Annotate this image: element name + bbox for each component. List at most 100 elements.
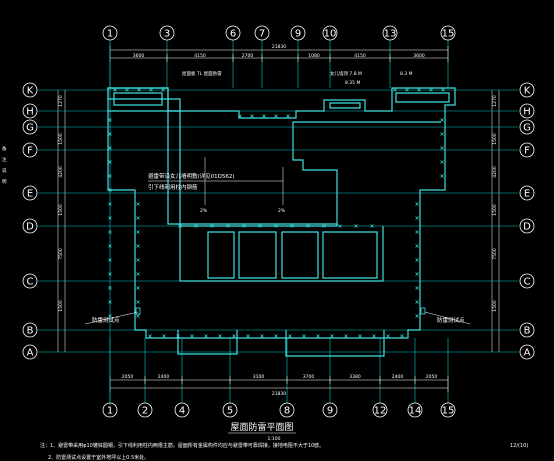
slope-right: 2% xyxy=(278,208,286,214)
left-row-dimension: 7500 xyxy=(58,248,64,260)
right-axis-bubble-E: E xyxy=(519,185,535,201)
left-axis-bubble-F: F xyxy=(22,142,38,158)
drawing-scale: 1:100 xyxy=(268,436,281,442)
right-axis-bubble-H: H xyxy=(519,103,535,119)
svg-text:B: B xyxy=(27,326,34,337)
bottom-axis-bubble-14: 14 xyxy=(407,338,423,418)
svg-text:14: 14 xyxy=(409,406,422,417)
svg-text:9: 9 xyxy=(295,29,301,40)
test-point-right-marker xyxy=(420,307,426,315)
left-row-dimension: 1500 xyxy=(58,204,64,216)
bottom-axis-bubble-9: 9 xyxy=(322,338,338,418)
bottom-axis-bubble-8: 8 xyxy=(279,338,295,418)
left-axis-bubble-D: D xyxy=(22,218,38,234)
bottom-axis-bubble-12: 12 xyxy=(372,338,388,418)
svg-text:H: H xyxy=(26,107,34,118)
top-axis-bubble-13: 13 xyxy=(382,25,398,88)
svg-text:C: C xyxy=(524,277,531,288)
note-line-1: 注：1、避雷带采用φ10镀锌圆钢，引下线利用柱内两根主筋。屋面所有金属构件均应与… xyxy=(40,442,324,449)
svg-text:A: A xyxy=(27,348,34,359)
top-segment-dimension: 4150 xyxy=(194,53,206,59)
svg-text:1: 1 xyxy=(107,29,113,40)
top-axis-bubble-3: 3 xyxy=(159,25,175,88)
test-point-right-label: 防雷测试点 xyxy=(437,316,465,324)
svg-text:A: A xyxy=(524,348,531,359)
svg-text:5: 5 xyxy=(227,406,233,417)
right-row-dimension: 1270 xyxy=(492,95,498,107)
horizontal-grid-lines xyxy=(38,89,518,353)
bottom-segment-dimension: 2050 xyxy=(122,374,134,380)
svg-text:H: H xyxy=(523,107,531,118)
svg-text:F: F xyxy=(524,146,530,157)
slope-left: 2% xyxy=(200,208,208,214)
left-row-dimension: 1270 xyxy=(58,95,64,107)
top-segment-dimension: 4150 xyxy=(354,53,366,59)
top-total-dimension: 21830 xyxy=(272,44,286,50)
left-axis-bubble-G: G xyxy=(22,119,38,135)
svg-text:G: G xyxy=(26,123,34,134)
top-axis-bubble-6: 6 xyxy=(225,25,241,88)
svg-text:15: 15 xyxy=(442,29,455,40)
svg-text:2: 2 xyxy=(142,406,148,417)
left-axis-bubble-E: E xyxy=(22,185,38,201)
sheet-number: 12/(10) xyxy=(510,443,528,449)
right-axis-bubble-C: C xyxy=(519,273,535,289)
top-segment-dimension: 3600 xyxy=(413,53,425,59)
svg-text:C: C xyxy=(27,277,34,288)
svg-text:4: 4 xyxy=(179,406,185,417)
svg-text:13: 13 xyxy=(384,29,397,40)
test-point-left-marker xyxy=(135,307,141,315)
bottom-total-dimension: 21830 xyxy=(272,391,286,397)
bottom-segment-dimension: 2400 xyxy=(392,374,404,380)
top-axis-bubble-9: 9 xyxy=(290,25,306,88)
top-segment-dimension: 3600 xyxy=(133,53,145,59)
svg-text:K: K xyxy=(27,86,34,97)
left-edge-mark: 注 xyxy=(2,156,7,163)
left-axis-bubble-C: C xyxy=(22,273,38,289)
right-axis-bubble-G: G xyxy=(519,119,535,135)
bottom-segment-dimension: 3100 xyxy=(253,374,265,380)
right-axis-bubble-B: B xyxy=(519,322,535,338)
bottom-axis-bubble-15: 15 xyxy=(440,338,456,418)
drawing-title: 屋面防雷平面图 xyxy=(230,421,293,433)
test-point-left-label: 防雷测试点 xyxy=(92,316,120,324)
left-row-dimension: 1500 xyxy=(58,300,64,312)
svg-text:E: E xyxy=(27,189,33,200)
right-axis-bubble-F: F xyxy=(519,142,535,158)
svg-text:F: F xyxy=(27,146,33,157)
building-outer-wall xyxy=(107,87,456,357)
left-row-dimension: 1500 xyxy=(58,133,64,145)
svg-text:E: E xyxy=(524,189,530,200)
bottom-axis-bubble-2: 2 xyxy=(137,338,153,418)
top-dimension-lines xyxy=(109,46,449,62)
left-dimension-lines xyxy=(57,90,66,352)
top-left-note: 屋面板 TL 屋面防雷 xyxy=(182,70,222,77)
left-axis-bubble-H: H xyxy=(22,103,38,119)
svg-text:1: 1 xyxy=(107,406,113,417)
svg-text:G: G xyxy=(523,123,531,134)
top-right-note-a: 女儿墙顶 7.8 M xyxy=(330,70,362,77)
top-axis-bubble-10: 10 xyxy=(322,25,338,88)
svg-text:8: 8 xyxy=(284,406,290,417)
left-edge-mark: 明 xyxy=(2,179,7,185)
top-segment-dimension: 1080 xyxy=(308,53,320,59)
center-note-2: 引下线利用柱内钢筋 xyxy=(148,183,198,191)
left-axis-bubble-K: K xyxy=(22,82,38,98)
left-edge-mark: 备 xyxy=(2,145,7,152)
right-row-dimension: 1500 xyxy=(492,133,498,145)
right-axis-bubble-D: D xyxy=(519,218,535,234)
left-axis-bubbles: KHG F E D C BA xyxy=(22,82,38,360)
bottom-segment-dimension: 3700 xyxy=(303,374,315,380)
left-edge-mark: 说 xyxy=(2,167,7,174)
bottom-segment-dimension: 2050 xyxy=(426,374,438,380)
svg-text:3: 3 xyxy=(164,29,170,40)
right-dimension-lines xyxy=(491,90,500,352)
